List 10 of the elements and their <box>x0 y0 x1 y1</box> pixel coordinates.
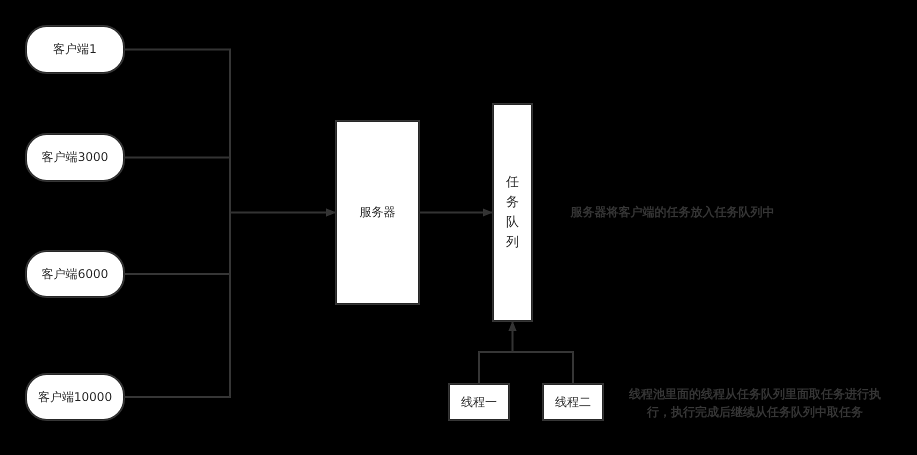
arrow <box>508 321 574 383</box>
thread-box: 线程二 <box>542 383 604 421</box>
arrow <box>420 208 493 216</box>
queue-box: 任务队列 <box>492 103 533 322</box>
client-box: 客户端10000 <box>25 373 125 421</box>
thread-box: 线程一 <box>448 383 510 421</box>
server-box: 服务器 <box>335 120 420 305</box>
client-box: 客户端3000 <box>25 133 125 182</box>
client-box: 客户端6000 <box>25 250 125 298</box>
client-box: 客户端1 <box>25 25 125 74</box>
